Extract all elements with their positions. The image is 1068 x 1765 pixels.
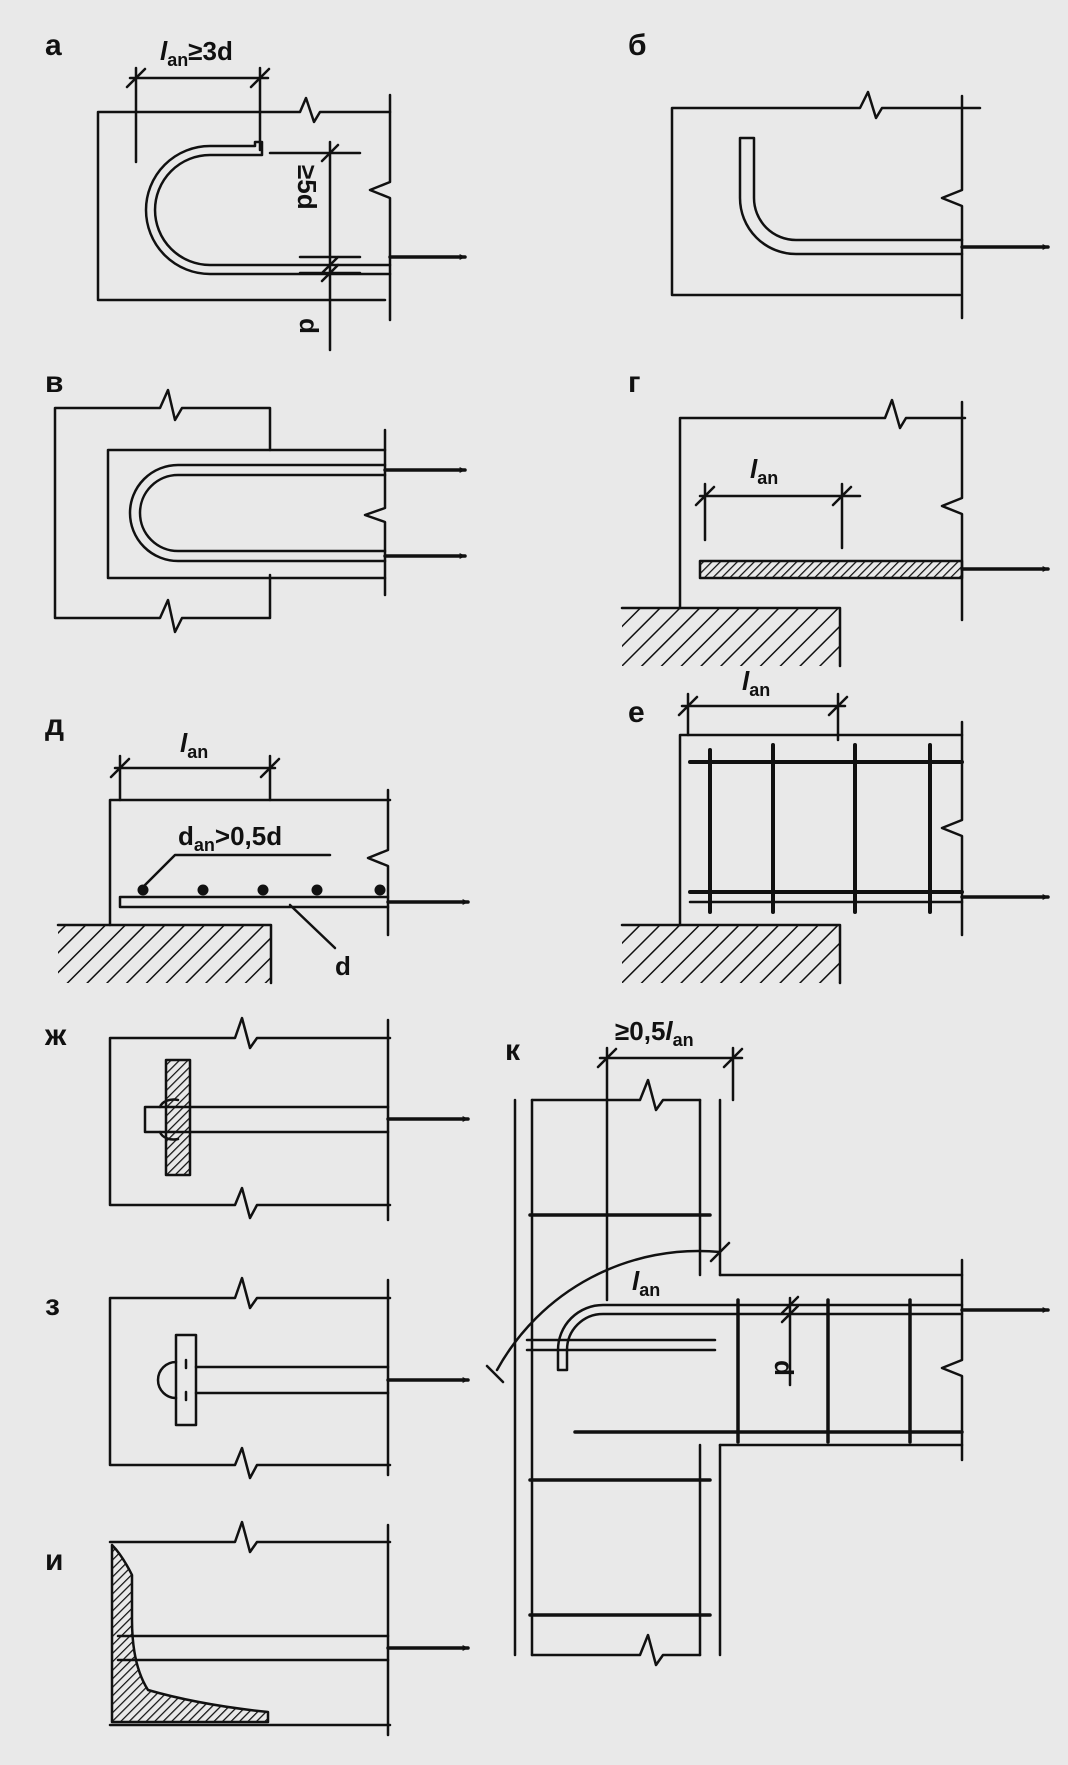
- panel-e-reinforcement-cage: [688, 743, 964, 914]
- panel-k-beam-reinforcement: [525, 1298, 964, 1444]
- panel-d-bar: [118, 895, 390, 909]
- panel-e-support: [622, 925, 840, 983]
- panel-v: [53, 388, 467, 634]
- panel-k-beam-break: [940, 1258, 964, 1462]
- panel-d-d-label: d: [335, 951, 351, 981]
- panel-letter-k: к: [505, 1034, 521, 1067]
- panel-g: [620, 398, 1050, 668]
- panel-letter-e: е: [628, 696, 645, 729]
- panel-k-bottom-break: [530, 1633, 702, 1667]
- panel-zh: [108, 1016, 470, 1222]
- panel-d: [56, 754, 470, 985]
- panel-d-concrete-outline: [108, 798, 392, 927]
- panel-v-break-line: [363, 428, 387, 597]
- panel-letter-g: г: [628, 366, 641, 399]
- panel-g-ribbed-bar: [698, 559, 964, 580]
- panel-d-dan-label: dan>0,5d: [178, 821, 282, 855]
- panel-e-dim-lan-label: lan: [742, 666, 770, 700]
- panel-z-anchor-washer: [174, 1333, 198, 1427]
- panel-a: [96, 66, 467, 352]
- panel-k-dim-d: [780, 1295, 800, 1387]
- panel-v-loop-bar: [128, 463, 387, 563]
- panel-a-dim-lan-line: [128, 66, 270, 164]
- panel-d-leader-dan: [143, 853, 332, 887]
- panel-a-break-line: [368, 93, 392, 322]
- panel-k-dim-top-label: ≥0,5lan: [615, 1016, 694, 1050]
- panel-d-support-edge: [56, 923, 273, 985]
- panel-e: [620, 692, 1050, 985]
- panel-a-u-hook-bar: [144, 140, 392, 276]
- panel-e-support-edge: [620, 923, 842, 985]
- panel-letter-d: д: [45, 709, 64, 742]
- panel-e-concrete-outline: [678, 733, 964, 927]
- panel-k-beam-outline: [718, 1273, 964, 1447]
- panel-e-break-line: [940, 720, 964, 937]
- panel-a-dim-d-label: d: [294, 318, 324, 334]
- panel-a-dim-vertical: [268, 140, 362, 352]
- panel-a-dim-bend-label: ≥5d: [292, 165, 322, 210]
- panel-a-concrete-outline: [96, 96, 392, 302]
- panel-k-dim-d-label: d: [769, 1360, 799, 1376]
- panel-e-dim-lan: [677, 692, 849, 742]
- panel-k-column-outline: [513, 1098, 722, 1657]
- panel-b-break-line: [940, 94, 964, 320]
- panel-b-hooked-bar: [738, 136, 964, 256]
- panel-k-hooked-bar: [556, 1303, 964, 1372]
- panel-d-dim-lan-label: lan: [180, 728, 208, 762]
- panel-i-bar: [116, 1634, 390, 1662]
- panel-i: [108, 1520, 470, 1737]
- panel-b-concrete-outline: [670, 90, 982, 297]
- panel-k: [485, 1046, 1050, 1667]
- panel-a-dim-lan-ticks: [125, 67, 271, 89]
- panel-k-dim-arc-label: lan: [632, 1266, 660, 1300]
- panel-z: [108, 1276, 470, 1480]
- panel-letter-a: а: [45, 29, 62, 62]
- panel-d-support: [58, 925, 271, 983]
- panel-letter-i: и: [45, 1544, 63, 1577]
- panel-v-inner-box: [106, 448, 387, 580]
- panel-i-concrete-outline: [108, 1520, 392, 1727]
- panel-k-dim-arc: [485, 1241, 731, 1384]
- panel-g-concrete-outline: [678, 398, 967, 610]
- panel-a-dim-lan-label: lan≥3d: [160, 36, 233, 70]
- panel-b: [670, 90, 1050, 320]
- panel-g-dim-lan: [694, 482, 862, 550]
- panel-letter-b: б: [628, 29, 647, 62]
- panel-d-dim-lan: [109, 754, 281, 802]
- panel-z-bar-head: [156, 1360, 178, 1400]
- panel-g-break-line: [940, 400, 964, 622]
- panel-g-support-edge: [620, 606, 842, 668]
- panel-z-concrete-outline: [108, 1276, 392, 1480]
- panel-letter-zh: ж: [44, 1019, 67, 1052]
- panel-letter-v: в: [45, 366, 63, 399]
- panel-zh-bar: [143, 1105, 390, 1134]
- panel-zh-concrete-outline: [108, 1016, 392, 1220]
- panel-zh-anchor-plate: [164, 1058, 192, 1177]
- panel-d-break-line: [366, 788, 390, 937]
- panel-i-angle-anchor: [110, 1543, 270, 1724]
- panel-g-support: [622, 608, 840, 666]
- panel-k-column-ties: [528, 1213, 712, 1617]
- panel-k-top-break: [530, 1078, 702, 1112]
- panel-d-transverse-bars: [137, 884, 386, 896]
- panel-v-concrete-outline: [53, 388, 272, 634]
- panel-zh-weld: [158, 1098, 180, 1141]
- panel-letter-z: з: [45, 1289, 60, 1322]
- panel-g-dim-lan-label: lan: [750, 454, 778, 488]
- panel-k-dim-top: [596, 1046, 744, 1302]
- panel-d-leader-d: [288, 903, 337, 950]
- panel-z-bar: [194, 1365, 390, 1395]
